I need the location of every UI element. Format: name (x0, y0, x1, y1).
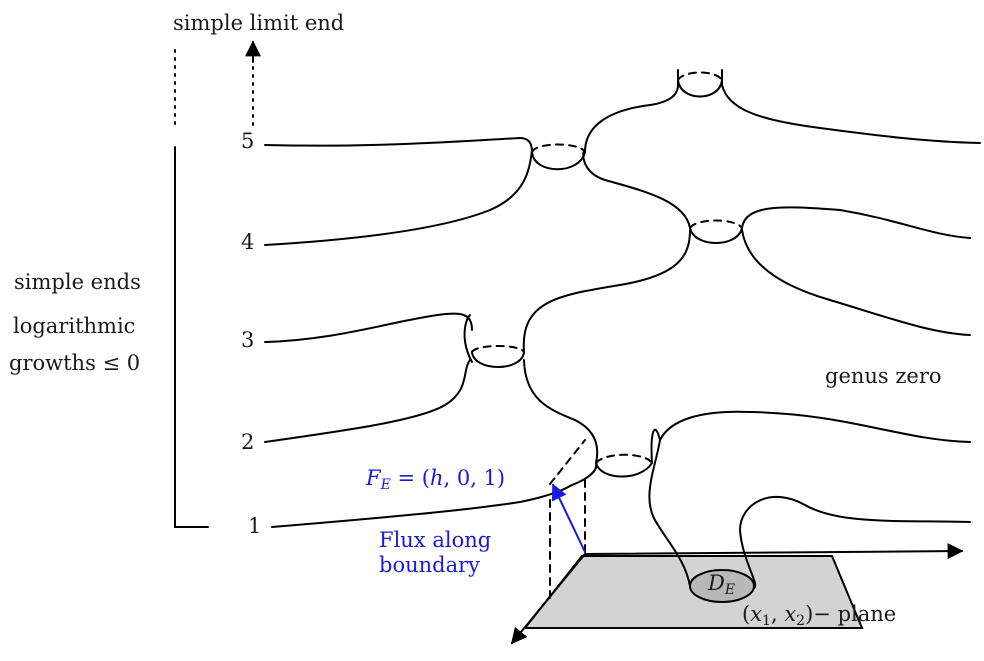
y-axis-arrow (510, 553, 586, 645)
flux-dashed-diag (549, 439, 586, 485)
flux-vector-label: FE = (h, 0, 1) (366, 466, 506, 493)
plane-word: − plane (813, 602, 897, 626)
end-5-left-branch (264, 136, 533, 153)
neck-1-2-right (650, 428, 661, 464)
ring-4-5-back (531, 143, 586, 153)
genus-label: genus zero (825, 364, 942, 388)
ring-top-front (677, 79, 723, 98)
end-1-left-branch (271, 484, 573, 528)
flux-arrow (551, 483, 586, 553)
neck-2-3-left (463, 314, 473, 363)
ring-4-5-front (531, 151, 586, 171)
neck-5-top (584, 69, 679, 153)
flux-symbol: F (366, 466, 381, 490)
ring-1-2-front (595, 462, 653, 478)
ring-3-4-front (689, 227, 743, 244)
ring-2-3-back (471, 345, 525, 353)
end-number-3: 3 (241, 328, 255, 352)
neck-4-5-right (582, 149, 691, 229)
ring-top-back (677, 71, 723, 81)
disk-subscript: E (724, 582, 736, 598)
plane-comma: , (770, 602, 785, 626)
plane-x1: x (750, 602, 763, 626)
flux-eq: = ( (390, 466, 430, 490)
ring-1-2-back (595, 453, 653, 464)
disk-label: DE (708, 571, 736, 598)
x-axis-arrow (584, 543, 964, 560)
ring-2-3-front (471, 351, 525, 368)
end-5-right-branch (721, 69, 981, 144)
flux-rest: , 0, 1) (443, 466, 506, 490)
end-1-right-branch (738, 495, 971, 589)
plane-close-paren: ) (805, 602, 814, 626)
top-title: simple limit end (173, 11, 345, 35)
left-label-line-3: growths ≤ 0 (9, 351, 141, 375)
end-number-5: 5 (241, 129, 255, 153)
end-number-1: 1 (248, 514, 262, 538)
end-1-neck-left (648, 439, 691, 587)
end-number-4: 4 (241, 230, 255, 254)
flux-caption-line-1: Flux along (379, 528, 492, 552)
end-2-right-branch (659, 410, 971, 443)
plane-x1-sub: 1 (762, 613, 771, 629)
flux-h: h (429, 466, 444, 490)
end-3-left-branch (264, 312, 473, 343)
disk-symbol: D (708, 571, 725, 595)
end-4-right-branch (741, 206, 971, 239)
plane-open-paren: ( (742, 602, 751, 626)
left-label-line-2: logarithmic (13, 314, 136, 338)
flux-subscript: E (380, 477, 391, 493)
end-4-left-branch (264, 149, 533, 246)
end-number-2: 2 (241, 430, 255, 454)
end-3-right-branch (741, 229, 971, 336)
plane-x2: x (784, 602, 797, 626)
neck-3-4-up (522, 229, 691, 353)
end-2-left-branch (264, 359, 471, 443)
flux-caption-line-2: boundary (379, 553, 481, 577)
ring-3-4-back (689, 219, 743, 229)
left-label-line-1: simple ends (14, 270, 141, 294)
neck-2-3-right (523, 359, 599, 464)
plane-label: (x1, x2)− plane (742, 602, 897, 629)
plane-x2-sub: 2 (796, 613, 806, 629)
